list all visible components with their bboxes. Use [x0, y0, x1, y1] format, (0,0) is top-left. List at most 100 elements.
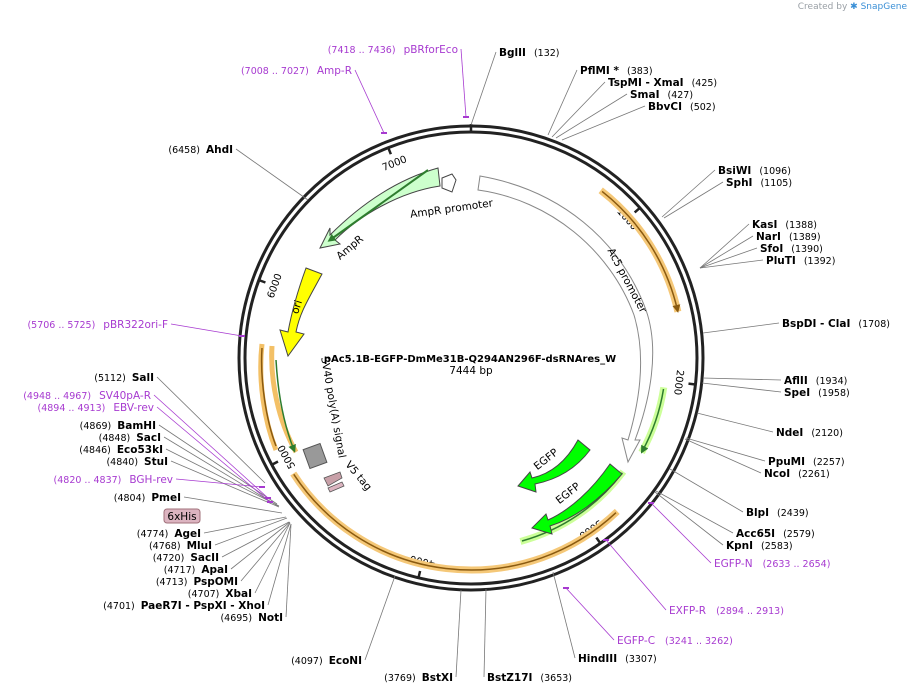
snapgene-credit: Created by ✱ SnapGene: [798, 2, 907, 12]
restriction-site[interactable]: BglII(132): [499, 47, 559, 59]
site-leader: [552, 571, 576, 659]
site-leader: [663, 181, 724, 219]
primer-site[interactable]: (4820 .. 4837)BGH-rev: [54, 474, 173, 486]
site-name: KpnI: [726, 540, 753, 552]
restriction-site[interactable]: (4846)Eco53kI: [79, 444, 163, 456]
site-position: (1096): [759, 166, 791, 177]
svg-text:BbvCI(502): BbvCI (502): [648, 101, 716, 113]
restriction-site[interactable]: NcoI(2261): [764, 468, 830, 480]
restriction-site[interactable]: (4717)ApaI: [164, 564, 228, 576]
restriction-site[interactable]: PluTI(1392): [766, 255, 835, 267]
site-name: BamHI: [117, 420, 156, 432]
primer-site[interactable]: (4894 .. 4913)EBV-rev: [38, 402, 155, 414]
restriction-site[interactable]: (6458)AhdI: [168, 144, 233, 156]
primer-site[interactable]: EXFP-R(2894 .. 2913): [669, 605, 784, 617]
site-position: (502): [690, 102, 716, 113]
site-name: SphI: [726, 177, 752, 189]
svg-text:BglII(132): BglII(132): [499, 47, 559, 59]
restriction-site[interactable]: (4774)AgeI: [137, 528, 201, 540]
site-leader-lines: [153, 48, 782, 678]
feature-v5-tag: [323, 471, 345, 493]
site-name: PpuMI: [768, 456, 805, 468]
restriction-site[interactable]: PflMI *(383): [580, 65, 653, 77]
primer-mark: [259, 486, 265, 488]
restriction-site[interactable]: SphI(1105): [726, 177, 792, 189]
restriction-site[interactable]: NdeI(2120): [776, 427, 843, 439]
svg-text:(6458)AhdI: (6458)AhdI: [168, 144, 233, 156]
site-name: Acc65I: [736, 528, 775, 540]
restriction-site[interactable]: BbvCI (502): [648, 101, 716, 113]
restriction-site[interactable]: TspMI - XmaI(425): [608, 77, 717, 89]
restriction-site[interactable]: (4713)PspOMI: [156, 576, 238, 588]
primer-leader: [153, 394, 269, 499]
ruler-tick: [257, 278, 266, 284]
site-name: BbvCI: [648, 101, 682, 113]
restriction-site[interactable]: (4097)EcoNI: [291, 655, 362, 667]
svg-text:(4948 .. 4967)SV40pA-R: (4948 .. 4967)SV40pA-R: [23, 390, 151, 402]
site-name: PflMI *: [580, 65, 619, 77]
restriction-site[interactable]: KasI(1388): [752, 219, 817, 231]
primer-site[interactable]: EGFP-C(3241 .. 3262): [617, 635, 733, 647]
restriction-site[interactable]: (4869)BamHI: [80, 420, 156, 432]
restriction-site[interactable]: (5112)SalI: [94, 372, 154, 384]
restriction-site[interactable]: BlpI (2439): [746, 507, 809, 519]
svg-text:(4097)EcoNI: (4097)EcoNI: [291, 655, 362, 667]
restriction-site[interactable]: (3769)BstXI: [384, 672, 453, 684]
primer-range: (2633 .. 2654): [763, 559, 831, 570]
primer-site[interactable]: (7008 .. 7027)Amp-R: [241, 65, 352, 77]
restriction-site[interactable]: BspDI - ClaI(1708): [782, 318, 890, 330]
site-position: (1708): [858, 319, 890, 330]
primer-mark: [648, 502, 654, 504]
restriction-site[interactable]: (4768)MluI: [149, 540, 212, 552]
restriction-site[interactable]: PpuMI(2257): [768, 456, 845, 468]
restriction-site[interactable]: SpeI(1958): [784, 387, 850, 399]
restriction-site[interactable]: (4720)SacII: [153, 552, 219, 564]
site-position: (2120): [811, 428, 843, 439]
restriction-site[interactable]: BsiWI(1096): [718, 165, 791, 177]
svg-text:EXFP-R(2894 .. 2913): EXFP-R(2894 .. 2913): [669, 605, 784, 617]
svg-text:(4804)PmeI: (4804)PmeI: [114, 492, 181, 504]
feature-label-v5-tag: V5 tag: [343, 459, 374, 493]
primer-site[interactable]: EGFP-N(2633 .. 2654): [714, 558, 830, 570]
site-leader: [699, 223, 750, 269]
site-leader: [285, 523, 292, 618]
restriction-site[interactable]: KpnI(2583): [726, 540, 793, 552]
restriction-site[interactable]: (4804)PmeI: [114, 492, 181, 504]
site-leader: [654, 491, 724, 546]
feature-label-ac5-promoter: Ac5 promoter: [605, 246, 649, 315]
restriction-site[interactable]: AflII(1934): [784, 375, 847, 387]
primer-site[interactable]: (4948 .. 4967)SV40pA-R: [23, 390, 151, 402]
restriction-site[interactable]: HindIII(3307): [578, 653, 657, 665]
feature-egfp-2: [531, 463, 623, 535]
restriction-site[interactable]: BstZ17I(3653): [487, 672, 572, 684]
ruler-tick: [417, 570, 422, 580]
ruler-tick: [595, 536, 602, 545]
site-leader: [696, 412, 774, 433]
site-leader: [165, 448, 280, 507]
feature-ori: [279, 267, 323, 358]
site-leader: [364, 575, 396, 661]
site-leader: [254, 522, 291, 594]
site-position: (4717): [164, 565, 196, 576]
primer-leader: [650, 502, 712, 564]
site-position: (1934): [816, 376, 848, 387]
svg-text:BsiWI(1096): BsiWI(1096): [718, 165, 791, 177]
restriction-site[interactable]: (4695)NotI: [220, 612, 283, 624]
restriction-site[interactable]: NarI(1389): [756, 231, 821, 243]
primer-site[interactable]: (7418 .. 7436)pBRforEco: [328, 44, 458, 56]
primer-site[interactable]: (5706 .. 5725)pBR322ori-F: [27, 319, 168, 331]
restriction-site[interactable]: Acc65I(2579): [736, 528, 815, 540]
restriction-site[interactable]: SfoI(1390): [760, 243, 823, 255]
restriction-site[interactable]: (4701)PaeR7I - PspXI - XhoI: [103, 600, 265, 612]
site-name: BlpI: [746, 507, 769, 519]
restriction-site[interactable]: (4707)XbaI: [188, 588, 252, 600]
feature-label-sv40-polya: SV40 poly(A) signal: [318, 356, 348, 459]
svg-text:SpeI(1958): SpeI(1958): [784, 387, 850, 399]
site-leader: [163, 436, 279, 507]
restriction-site[interactable]: SmaI(427): [630, 89, 693, 101]
site-position: (2439): [777, 508, 809, 519]
restriction-site[interactable]: (4840)StuI: [106, 456, 168, 468]
site-leader: [561, 105, 646, 141]
restriction-site[interactable]: (4848)SacI: [99, 432, 161, 444]
site-name: NcoI: [764, 468, 790, 480]
